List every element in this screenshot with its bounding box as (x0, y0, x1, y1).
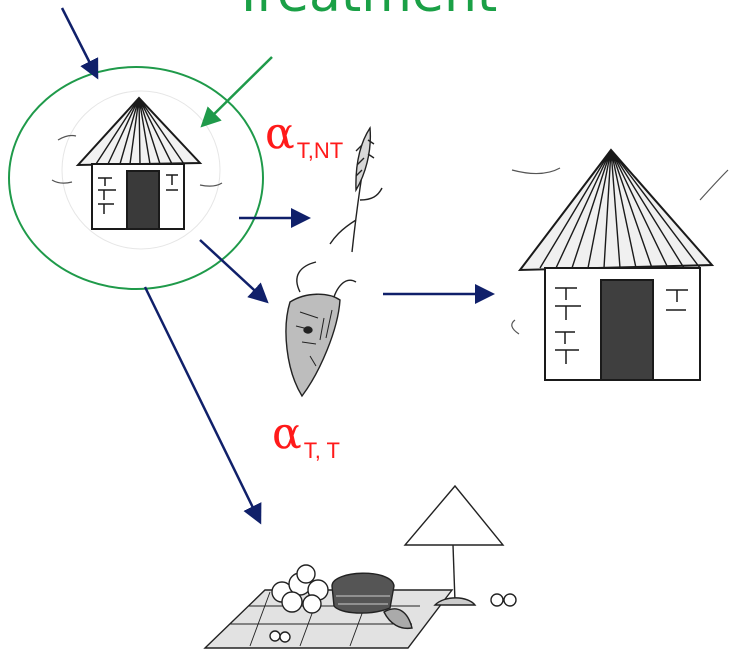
coefficient-treated: αT, T (272, 412, 340, 462)
market-stall-icon (205, 486, 516, 648)
arrow-to-market (145, 287, 259, 520)
coefficient-subscript: T,NT (297, 138, 343, 163)
coefficient-subscript: T, T (304, 438, 340, 463)
hut-icon (52, 91, 222, 249)
coefficient-nontreated: αT,NT (265, 112, 343, 162)
coefficient-symbol: α (272, 408, 302, 459)
incoming-arrow (62, 8, 96, 75)
large-hut-icon (512, 150, 728, 380)
goat-icon (286, 262, 356, 396)
coefficient-symbol: α (265, 108, 295, 159)
